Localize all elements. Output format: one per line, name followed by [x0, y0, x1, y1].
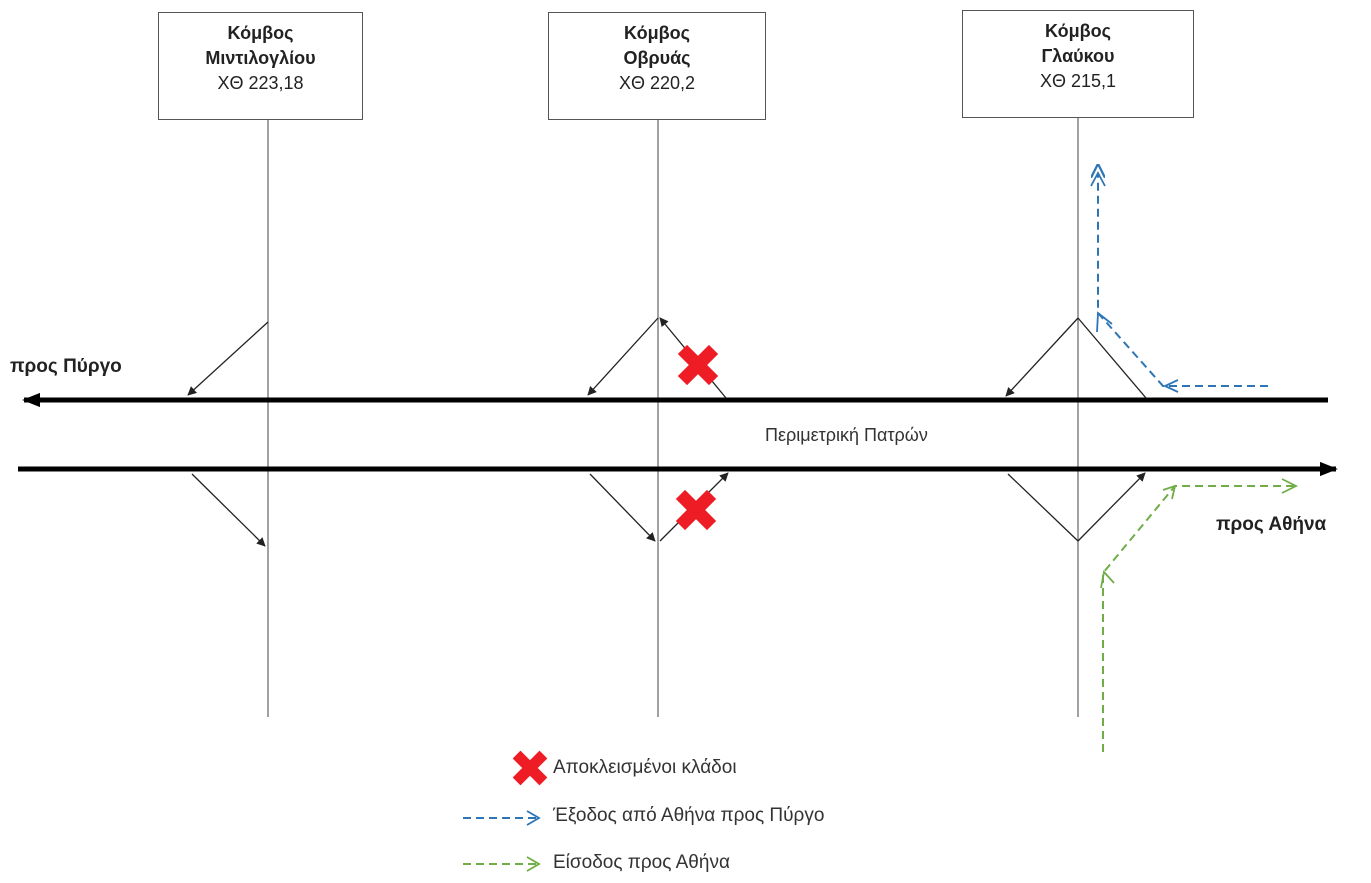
ramp-ovryas-off-eastbound	[589, 473, 656, 542]
ramp-glafkou-off-eastbound	[1007, 473, 1079, 542]
direction-label-athina: προς Αθήνα	[1216, 514, 1327, 535]
road-name-label: Περιμετρική Πατρών	[765, 425, 928, 445]
node-chainage: ΧΘ 215,1	[1039, 71, 1117, 91]
node-box-mintilogliou: Κόμβος Μιντιλογλίου ΧΘ 223,18	[158, 12, 363, 120]
detour-entry-arrowhead-right	[1281, 478, 1299, 494]
node-name-line2: Οβρυάς	[623, 48, 691, 68]
ramp-mintilogliou-on-westbound	[187, 321, 269, 396]
legend-exit-label: Έξοδος από Αθήνα προς Πύργο	[553, 805, 825, 826]
detour-exit-arrowhead-top	[1090, 171, 1106, 187]
detour-exit-route	[1098, 175, 1268, 387]
ramp-ovryas-on-westbound	[587, 317, 659, 396]
node-name-line1: Κόμβος	[227, 23, 294, 43]
detour-exit-arrowhead-diag	[1096, 311, 1113, 333]
node-chainage: ΧΘ 220,2	[618, 73, 696, 93]
detour-entry-arrowhead-bend	[1100, 570, 1115, 589]
legend-entry-label: Είσοδος προς Αθήνα	[553, 852, 730, 873]
direction-label-pyrgos: προς Πύργο	[10, 356, 122, 377]
ramp-mintilogliou-off-eastbound	[191, 473, 266, 547]
node-box-ovryas: Κόμβος Οβρυάς ΧΘ 220,2	[548, 12, 766, 120]
closed-branch-marker-lower	[675, 489, 717, 531]
node-name-line1: Κόμβος	[1045, 21, 1111, 41]
detour-entry-arrowhead-corner	[1162, 484, 1177, 500]
legend-entry-symbol	[463, 856, 541, 872]
closed-branch-marker-upper	[677, 344, 719, 386]
detour-exit-arrowhead-left	[1162, 379, 1179, 393]
ramp-glafkou-off-westbound	[1077, 317, 1147, 399]
node-name-line2: Γλαύκου	[1041, 46, 1115, 66]
legend-closed-label: Αποκλεισμένοι κλάδοι	[553, 757, 737, 778]
ramp-glafkou-on-westbound	[1005, 317, 1079, 397]
ramp-glafkou-on-eastbound	[1077, 472, 1146, 542]
legend-closed-symbol	[512, 750, 548, 786]
node-box-glafkou: Κόμβος Γλαύκου ΧΘ 215,1	[962, 10, 1194, 118]
node-name-line2: Μιντιλογλίου	[205, 48, 316, 68]
node-name-line1: Κόμβος	[624, 23, 690, 43]
detour-entry-route	[1102, 485, 1295, 752]
legend-exit-symbol	[463, 810, 541, 826]
node-chainage: ΧΘ 223,18	[217, 73, 304, 93]
